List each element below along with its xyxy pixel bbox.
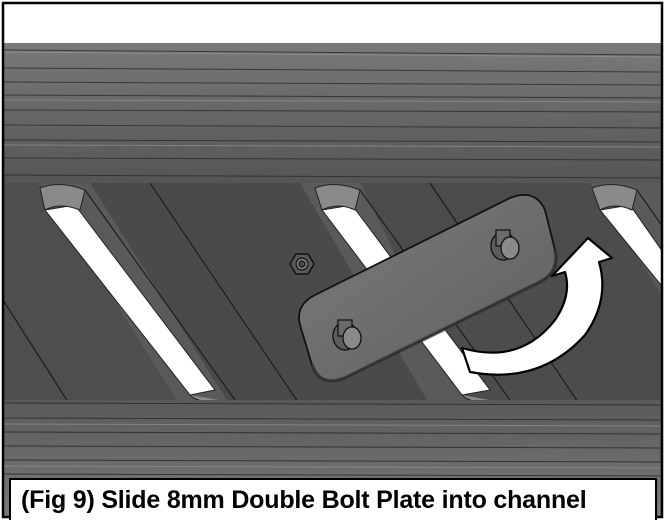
bolt-left [332, 319, 362, 351]
double-bolt-plate [298, 194, 558, 383]
figure-caption: (Fig 9) Slide 8mm Double Bolt Plate into… [21, 485, 587, 514]
curved-rotate-arrow-icon [460, 236, 614, 376]
background-top [3, 3, 662, 43]
hex-nut [289, 253, 315, 275]
bolt-right [490, 229, 520, 261]
rail-top-flange [3, 43, 662, 183]
caption-box: (Fig 9) Slide 8mm Double Bolt Plate into… [9, 478, 657, 520]
